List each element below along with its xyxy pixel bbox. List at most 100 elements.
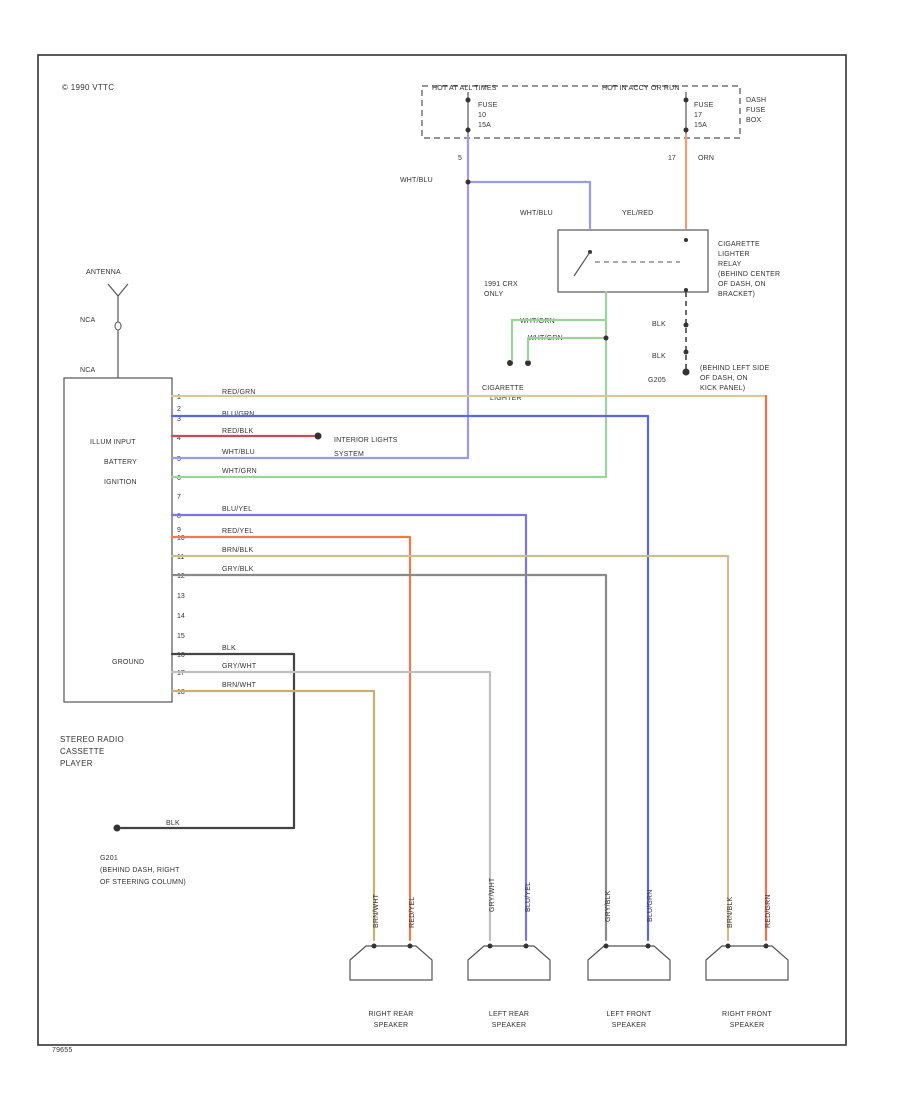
fuse-box-label-1: DASH [746,97,766,104]
dash-fuse-box: HOT AT ALL TIMES HOT IN ACCY OR RUN FUSE… [400,85,766,184]
speaker-terminal-a [725,943,731,949]
fuse-17-top-terminal [683,97,689,103]
radio-side-illum: ILLUM INPUT [90,439,136,446]
speaker-left-front: GRY/BLK BLU/GRN LEFT FRONT SPEAKER [587,889,671,1029]
radio-wire-label: WHT/GRN [222,468,257,475]
interior-lights-2: SYSTEM [334,451,364,458]
radio-wire-label: BLK [222,645,236,652]
speaker-name-2: SPEAKER [374,1022,408,1029]
speaker-wire-a: GRY/WHT [489,877,496,912]
wire-gry-wht [170,670,492,942]
cigarette-lighter: 1991 CRX ONLY WHT/GRN WHT/GRN CIGARETTE … [482,281,563,402]
radio-pin-number: 18 [177,689,185,696]
wire-blk-ground [119,652,296,830]
junction-dot [465,179,471,185]
radio-wire-label: GRY/BLK [222,566,254,573]
fuse-17-rating: 15A [694,122,707,129]
speaker-right-front: BRN/BLK RED/GRN RIGHT FRONT SPEAKER [705,894,789,1029]
speaker-name-2: SPEAKER [612,1022,646,1029]
speaker-cone [587,945,671,981]
speaker-terminal-a [371,943,377,949]
antenna-label: ANTENNA [86,269,121,276]
speaker-wire-b: BLU/GRN [647,889,654,922]
radio-pin-number: 6 [177,475,181,482]
speaker-cone [467,945,551,981]
speaker-terminal-b [407,943,413,949]
relay-label-5: OF DASH, ON [718,281,766,288]
radio-pin-number: 15 [177,633,185,640]
radio-pin-number: 11 [177,554,184,561]
speaker-name-2: SPEAKER [492,1022,526,1029]
relay-ground-junction-1 [683,322,689,328]
radio-pin-number: 9 [177,527,181,534]
relay-blk-label-2: BLK [652,353,666,360]
radio-wire-label: GRY/WHT [222,663,257,670]
interior-lights-terminal [314,432,322,440]
radio-pin-number: 8 [177,513,181,520]
radio-pin-number: 3 [177,416,181,423]
radio-wire-label: RED/GRN [222,389,256,396]
relay-wht-blu-label: WHT/BLU [520,210,553,217]
relay-coil-terminal [684,238,688,242]
speaker-cone [705,945,789,981]
g201-label-3: OF STEERING COLUMN) [100,879,186,886]
wire-paths [119,133,768,942]
relay-label-6: BRACKET) [718,291,755,298]
fuse-10-rating: 15A [478,122,491,129]
radio-wire-label: RED/BLK [222,428,253,435]
fuse-10-number: 10 [478,112,486,119]
speaker-name-1: RIGHT REAR [368,1011,413,1018]
fuse-box-terminal-5: 5 [458,155,462,162]
g205-location-3: KICK PANEL) [700,385,745,392]
ground-g201: BLK G201 (BEHIND DASH, RIGHT OF STEERING… [100,820,186,886]
fuse-17-bottom-terminal [683,127,689,133]
g205-location-1: (BEHIND LEFT SIDE [700,365,770,372]
wire-wht-grn-ignition [170,336,608,479]
wire-gry-blk [170,573,608,942]
radio-wire-label: BRN/BLK [222,547,253,554]
radio-wire-label: BLU/GRN [222,411,255,418]
antenna: ANTENNA NCA NCA [80,269,129,378]
radio-pin-number: 1 [177,394,181,401]
speaker-terminal-a [603,943,609,949]
g201-label-2: (BEHIND DASH, RIGHT [100,867,180,874]
relay-yel-red-label: YEL/RED [622,210,653,217]
antenna-nca-1: NCA [80,317,96,324]
speaker-wire-b: RED/GRN [765,894,772,928]
fuse-box-label-3: BOX [746,117,762,124]
junction-dots [465,179,609,341]
g201-label-1: G201 [100,855,118,862]
speaker-wire-a: BRN/BLK [727,897,734,928]
copyright-text: © 1990 VTTC [62,83,114,92]
radio-pin-number: 10 [177,535,185,542]
cigarette-option-2: ONLY [484,291,503,298]
radio-wire-label: BLU/YEL [222,506,252,513]
radio-pin-number: 16 [177,652,185,659]
cigarette-label-1: CIGARETTE [482,385,524,392]
fuse-box-hot-in-accy: HOT IN ACCY OR RUN [602,85,680,92]
speaker-terminal-b [645,943,651,949]
cigarette-label-2: LIGHTER [490,395,522,402]
wire-wht-grn-radio [526,318,608,362]
fuse-box-terminal-17: 17 [668,155,676,162]
relay-blk-label-1: BLK [652,321,666,328]
fuse-box-wht-blu-label: WHT/BLU [400,177,433,184]
speaker-name-1: LEFT FRONT [606,1011,652,1018]
fuse-17-name: FUSE [694,102,714,109]
antenna-plug-1 [114,321,122,331]
speaker-wire-b: BLU/YEL [525,882,532,912]
relay-ground-terminal [684,288,688,292]
antenna-arm-left [107,283,119,297]
interior-lights-1: INTERIOR LIGHTS [334,437,398,444]
fuse-10-top-terminal [465,97,471,103]
speaker-wire-a: BRN/WHT [373,893,380,928]
fuse-box-outline [421,85,741,139]
relay-label-3: RELAY [718,261,742,268]
radio-wire-label: WHT/BLU [222,449,255,456]
g205-location-2: OF DASH, ON [700,375,748,382]
fuse-10-bottom-terminal [465,127,471,133]
cigarette-terminal-2 [525,360,531,366]
stereo-radio: ILLUM INPUT BATTERY IGNITION GROUND STER… [60,377,398,768]
speaker-name-1: LEFT REAR [489,1011,529,1018]
